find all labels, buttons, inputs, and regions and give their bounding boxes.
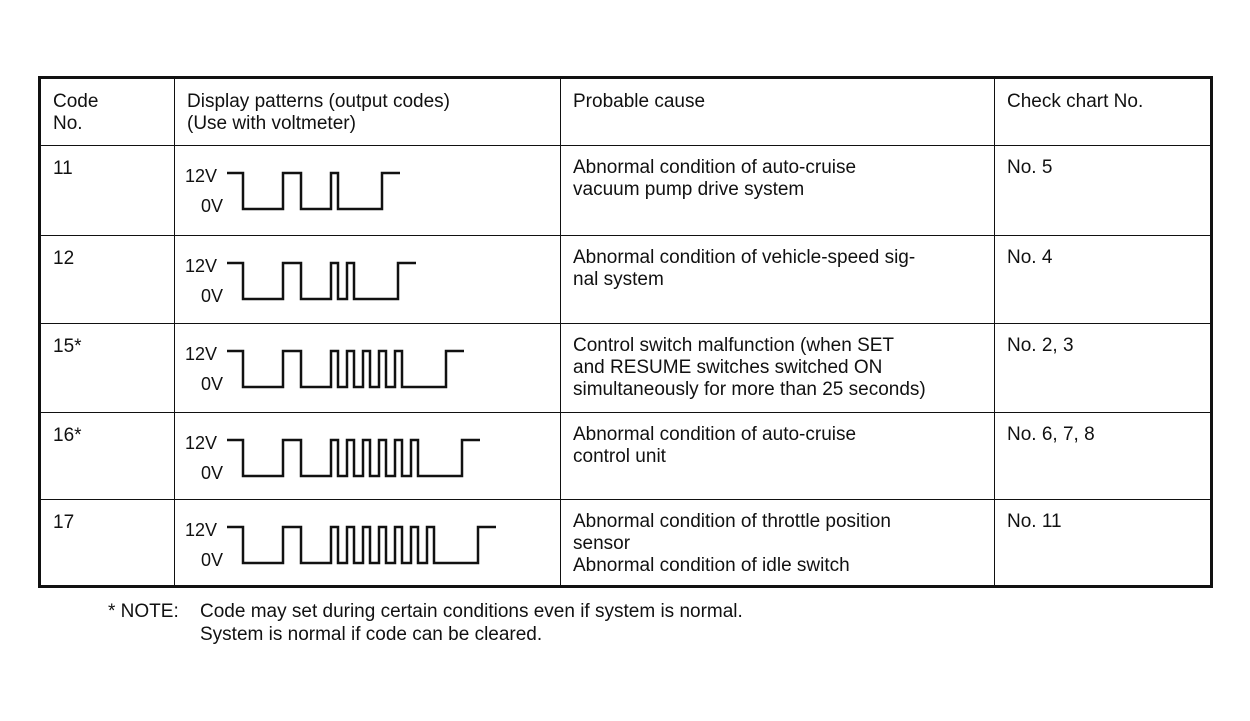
table-row: 15* 12V 0V Control switch malfunction (when… <box>39 323 1212 413</box>
header-check-chart: Check chart No. <box>994 77 1212 146</box>
check-chart-number: No. 5 <box>1007 157 1053 178</box>
voltage-high-label: 12V <box>185 166 218 186</box>
code-number: 11 <box>53 158 73 179</box>
footnote-line-2: System is normal if code can be cleared. <box>200 624 543 645</box>
diagnostic-code-table: Code No. Display patterns (output codes)… <box>38 76 1213 588</box>
code-number: 15* <box>53 336 82 357</box>
probable-cause-cell: Abnormal condition of auto-cruise contro… <box>560 412 995 500</box>
code-number: 17 <box>53 512 75 533</box>
probable-cause-text: Abnormal condition of vehicle-speed sig-… <box>573 247 916 290</box>
code-number: 12 <box>53 248 75 269</box>
check-chart-cell: No. 11 <box>994 499 1212 587</box>
probable-cause-text: Abnormal condition of throttle position … <box>573 511 891 576</box>
pulse-waveform <box>227 525 496 565</box>
probable-cause-text: Control switch malfunction (when SET and… <box>573 335 926 400</box>
code-cell: 12 <box>39 235 175 324</box>
voltage-low-label: 0V <box>201 196 224 216</box>
probable-cause-cell: Abnormal condition of throttle position … <box>560 499 995 587</box>
probable-cause-cell: Abnormal condition of auto-cruise vacuum… <box>560 145 995 236</box>
header-code-no: Code No. <box>39 77 175 146</box>
check-chart-cell: No. 5 <box>994 145 1212 236</box>
waveform-diagram <box>227 261 416 301</box>
display-pattern-cell: 12V 0V <box>174 323 561 413</box>
probable-cause-cell: Abnormal condition of vehicle-speed sig-… <box>560 235 995 324</box>
footnote-line-1: Code may set during certain conditions e… <box>200 601 743 622</box>
table-row: 17 12V 0V Abnormal condition of throttle po… <box>39 499 1212 587</box>
table-row: 16* 12V 0V Abnormal condition of auto-cruis… <box>39 412 1212 500</box>
probable-cause-text: Abnormal condition of auto-cruise vacuum… <box>573 157 857 200</box>
voltage-high-label: 12V <box>185 433 218 453</box>
voltage-low-label: 0V <box>201 463 224 483</box>
display-pattern-cell: 12V 0V <box>174 145 561 236</box>
pulse-waveform <box>227 171 400 211</box>
pulse-waveform <box>227 261 416 301</box>
waveform-diagram <box>227 349 464 389</box>
check-chart-cell: No. 4 <box>994 235 1212 324</box>
check-chart-cell: No. 6, 7, 8 <box>994 412 1212 500</box>
waveform-diagram <box>227 171 400 211</box>
code-cell: 17 <box>39 499 175 587</box>
waveform-diagram <box>227 525 496 565</box>
footnote-marker: * NOTE: <box>108 601 179 622</box>
table-row: 12 12V 0V Abnormal condition of vehicle-spe… <box>39 235 1212 324</box>
probable-cause-cell: Control switch malfunction (when SET and… <box>560 323 995 413</box>
display-pattern-cell: 12V 0V <box>174 499 561 587</box>
code-cell: 15* <box>39 323 175 413</box>
check-chart-number: No. 11 <box>1007 511 1062 532</box>
display-pattern-cell: 12V 0V <box>174 235 561 324</box>
check-chart-number: No. 6, 7, 8 <box>1007 424 1095 445</box>
header-probable-cause: Probable cause <box>560 77 995 146</box>
pulse-waveform <box>227 349 464 389</box>
table-header-row: Code No. Display patterns (output codes)… <box>39 77 1212 146</box>
voltage-low-label: 0V <box>201 286 224 306</box>
header-display-patterns: Display patterns (output codes) (Use wit… <box>174 77 561 146</box>
table-row: 11 12V 0V Abnormal condition of auto-cruise… <box>39 145 1212 236</box>
waveform-diagram <box>227 438 480 478</box>
probable-cause-text: Abnormal condition of auto-cruise contro… <box>573 424 857 467</box>
check-chart-number: No. 4 <box>1007 247 1053 268</box>
voltage-low-label: 0V <box>201 550 224 570</box>
check-chart-cell: No. 2, 3 <box>994 323 1212 413</box>
code-cell: 11 <box>39 145 175 236</box>
code-cell: 16* <box>39 412 175 500</box>
pulse-waveform <box>227 438 480 478</box>
footnote: * NOTE: Code may set during certain cond… <box>108 600 743 646</box>
display-pattern-cell: 12V 0V <box>174 412 561 500</box>
voltage-high-label: 12V <box>185 520 218 540</box>
voltage-high-label: 12V <box>185 256 218 276</box>
voltage-low-label: 0V <box>201 374 224 394</box>
check-chart-number: No. 2, 3 <box>1007 335 1074 356</box>
voltage-high-label: 12V <box>185 344 218 364</box>
code-number: 16* <box>53 425 82 446</box>
